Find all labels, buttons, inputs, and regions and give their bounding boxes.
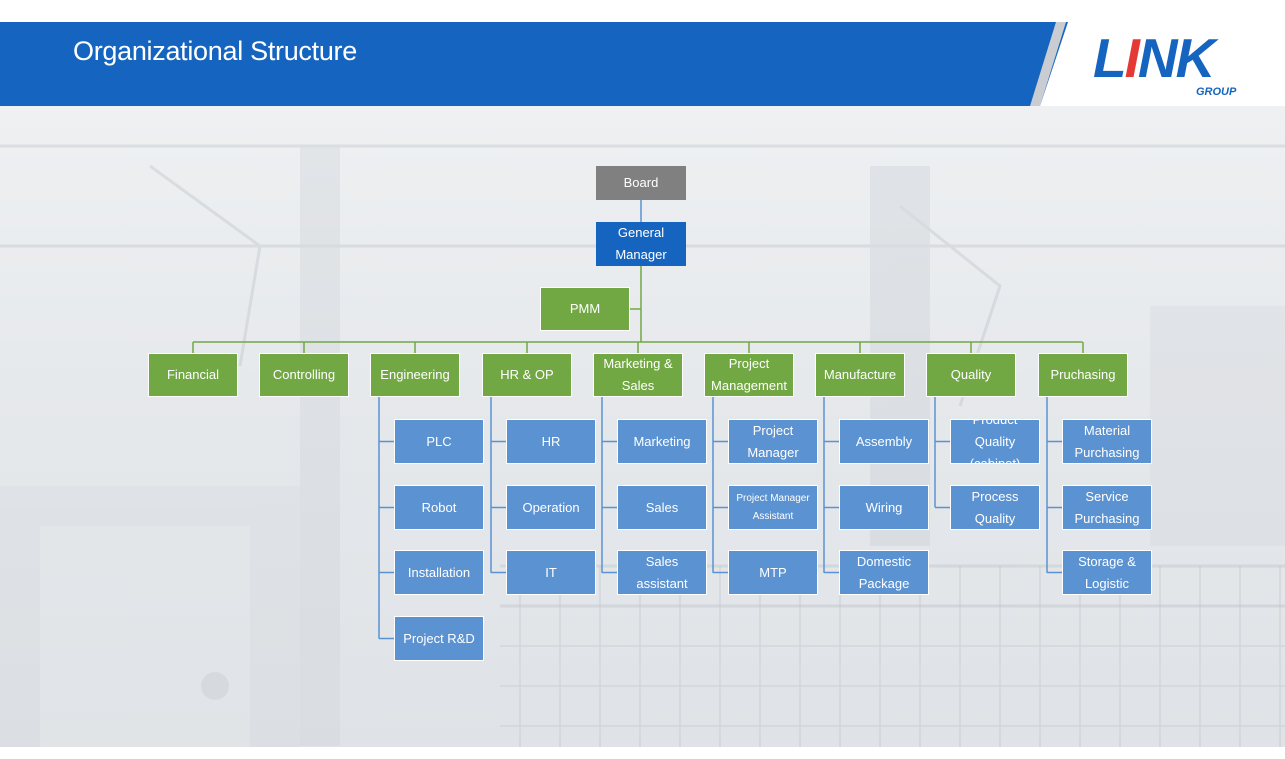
general-manager-box: General Manager — [596, 222, 686, 266]
unit-marketing: Marketing — [617, 419, 707, 464]
unit-wiring: Wiring — [839, 485, 929, 530]
pmm-box: PMM — [540, 287, 630, 331]
unit-project-manager-assistant: Project Manager Assistant — [728, 485, 818, 530]
department-quality: Quality — [926, 353, 1016, 397]
unit-hr: HR — [506, 419, 596, 464]
department-controlling: Controlling — [259, 353, 349, 397]
unit-it: IT — [506, 550, 596, 595]
department-pruchasing: Pruchasing — [1038, 353, 1128, 397]
logo-panel — [1040, 22, 1285, 106]
department-hr-op: HR & OP — [482, 353, 572, 397]
unit-domestic-package: Domestic Package — [839, 550, 929, 595]
link-group-logo: LINK — [1093, 27, 1215, 89]
department-manufacture: Manufacture — [815, 353, 905, 397]
logo-letter-l: L — [1093, 27, 1127, 89]
department-engineering: Engineering — [370, 353, 460, 397]
unit-sales-assistant: Sales assistant — [617, 550, 707, 595]
unit-robot: Robot — [394, 485, 484, 530]
unit-service-purchasing: Service Purchasing — [1062, 485, 1152, 530]
bottom-margin — [0, 747, 1285, 759]
factory-background-art — [0, 144, 1285, 747]
department-marketing-sales: Marketing & Sales — [593, 353, 683, 397]
unit-process-quality: Process Quality — [950, 485, 1040, 530]
department-project-management: Project Management — [704, 353, 794, 397]
logo-subtitle: GROUP — [1196, 86, 1237, 98]
board-box: Board — [596, 166, 686, 200]
unit-mtp: MTP — [728, 550, 818, 595]
unit-product-quality-cabinet: Product Quality (cabinet) — [950, 419, 1040, 464]
unit-material-purchasing: Material Purchasing — [1062, 419, 1152, 464]
page-title: Organizational Structure — [73, 36, 357, 66]
unit-storage-logistic: Storage & Logistic — [1062, 550, 1152, 595]
unit-project-r-d: Project R&D — [394, 616, 484, 661]
unit-project-manager: Project Manager — [728, 419, 818, 464]
unit-sales: Sales — [617, 485, 707, 530]
unit-plc: PLC — [394, 419, 484, 464]
department-financial: Financial — [148, 353, 238, 397]
unit-operation: Operation — [506, 485, 596, 530]
logo-letter-i: I — [1124, 27, 1140, 89]
logo-letters-nk: NK — [1137, 27, 1215, 89]
unit-installation: Installation — [394, 550, 484, 595]
unit-assembly: Assembly — [839, 419, 929, 464]
